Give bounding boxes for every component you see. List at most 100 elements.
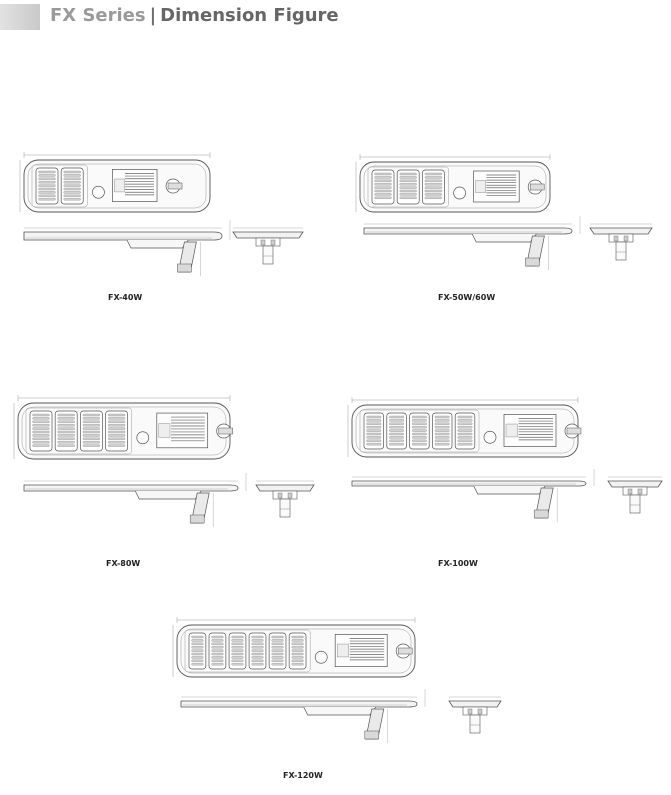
led-chip-row [191,646,204,649]
caption-fx-120w: FX-120W [283,771,323,780]
led-chip-row [434,436,450,439]
led-chip-row [57,434,75,437]
sensor-circle [136,431,150,445]
led-chip-row [211,649,224,652]
led-chip-row [38,174,56,177]
mount-clamp [529,183,545,191]
led-chip-row [389,419,405,422]
drawing-fx-50w-60w [355,154,653,270]
led-chip-row [82,420,101,423]
led-chip-row [457,436,473,439]
end-pole-adapter [262,245,274,265]
led-chip-row [434,429,450,432]
led-chip-row [457,443,473,446]
caption-fx-40w: FX-40W [108,293,143,302]
led-chip-row [374,183,392,186]
led-chip-row [211,635,224,639]
led-chip-row [411,436,427,439]
led-chip-row [411,415,427,419]
led-chip-row [366,426,382,429]
led-chip-row [366,436,382,439]
end-bracket-bolt [287,492,293,499]
end-housing [232,231,304,239]
led-chip-row [32,444,50,447]
led-chip-row [32,441,50,444]
led-chip-row [366,429,382,432]
led-chip-row [191,642,204,645]
led-chip-row [231,642,244,645]
led-chip-row [389,426,405,429]
led-chip-row [374,196,392,199]
led-chip-row [366,415,382,419]
led-chip-row [399,189,417,193]
side-housing [351,480,587,487]
side-battery-hump [473,485,546,495]
led-chip-row [457,426,473,429]
led-chip-row [82,437,101,440]
end-housing [589,227,653,235]
led-chip-row [57,417,75,420]
led-chip-row [107,413,126,417]
led-chip-row [271,659,284,662]
led-chip-row [251,635,264,639]
led-chip-row [424,179,443,182]
led-chip-row [32,434,50,437]
led-chip-row [57,427,75,430]
led-chip-row [32,430,50,434]
side-mount-clamp [177,263,192,273]
led-chip-row [366,419,382,422]
housing-inner-outline [363,165,547,209]
side-housing [23,484,239,492]
led-chip-row [63,170,81,174]
led-chip-row [57,413,75,417]
led-chip-row [57,420,75,423]
side-battery-hump [126,239,189,249]
led-chip-row [38,198,56,201]
led-chip-row [107,417,126,420]
led-chip-row [271,642,284,645]
led-chip-row [251,639,264,642]
drawing-fx-120w [172,617,502,743]
led-chip-row [271,646,284,649]
page-header: FX Series|Dimension Figure [0,4,671,30]
led-chip-row [231,659,244,662]
sensor-circle [92,185,105,199]
led-chip-row [366,422,382,425]
controller-plate [475,180,486,193]
end-bracket-bolt [477,708,483,715]
led-chip-row [411,439,427,442]
led-chip-row [291,652,304,656]
side-battery-hump [134,490,202,500]
led-chip-row [191,649,204,652]
end-bracket [608,233,634,243]
page-title: FX Series|Dimension Figure [50,5,339,26]
mount-clamp [397,647,413,655]
led-chip-row [251,642,264,645]
led-chip-row [38,181,56,184]
led-chip-row [271,652,284,656]
led-module-frame [359,409,480,453]
led-chip-row [57,424,75,427]
led-chip-row [399,176,417,179]
led-module-frame [367,166,449,208]
end-bracket-bolt [270,239,276,246]
led-chip-row [291,646,304,649]
led-chip-row [291,635,304,639]
led-chip-row [231,639,244,642]
led-chip-row [211,642,224,645]
led-chip-row [57,430,75,434]
figure-fx-50w-60w: FX-50W/60W [350,150,660,302]
led-chip-row [63,198,81,201]
end-bracket [622,486,648,496]
side-housing [23,231,223,241]
led-chip-row [291,659,304,662]
led-chip-row [424,189,443,193]
led-chip-row [366,439,382,442]
led-chip-row [457,419,473,422]
led-chip-row [231,663,244,666]
led-chip-row [38,177,56,180]
side-mount-clamp [525,257,540,267]
led-chip-row [211,659,224,662]
caption-fx-100w: FX-100W [438,559,478,568]
led-chip-row [82,417,101,420]
